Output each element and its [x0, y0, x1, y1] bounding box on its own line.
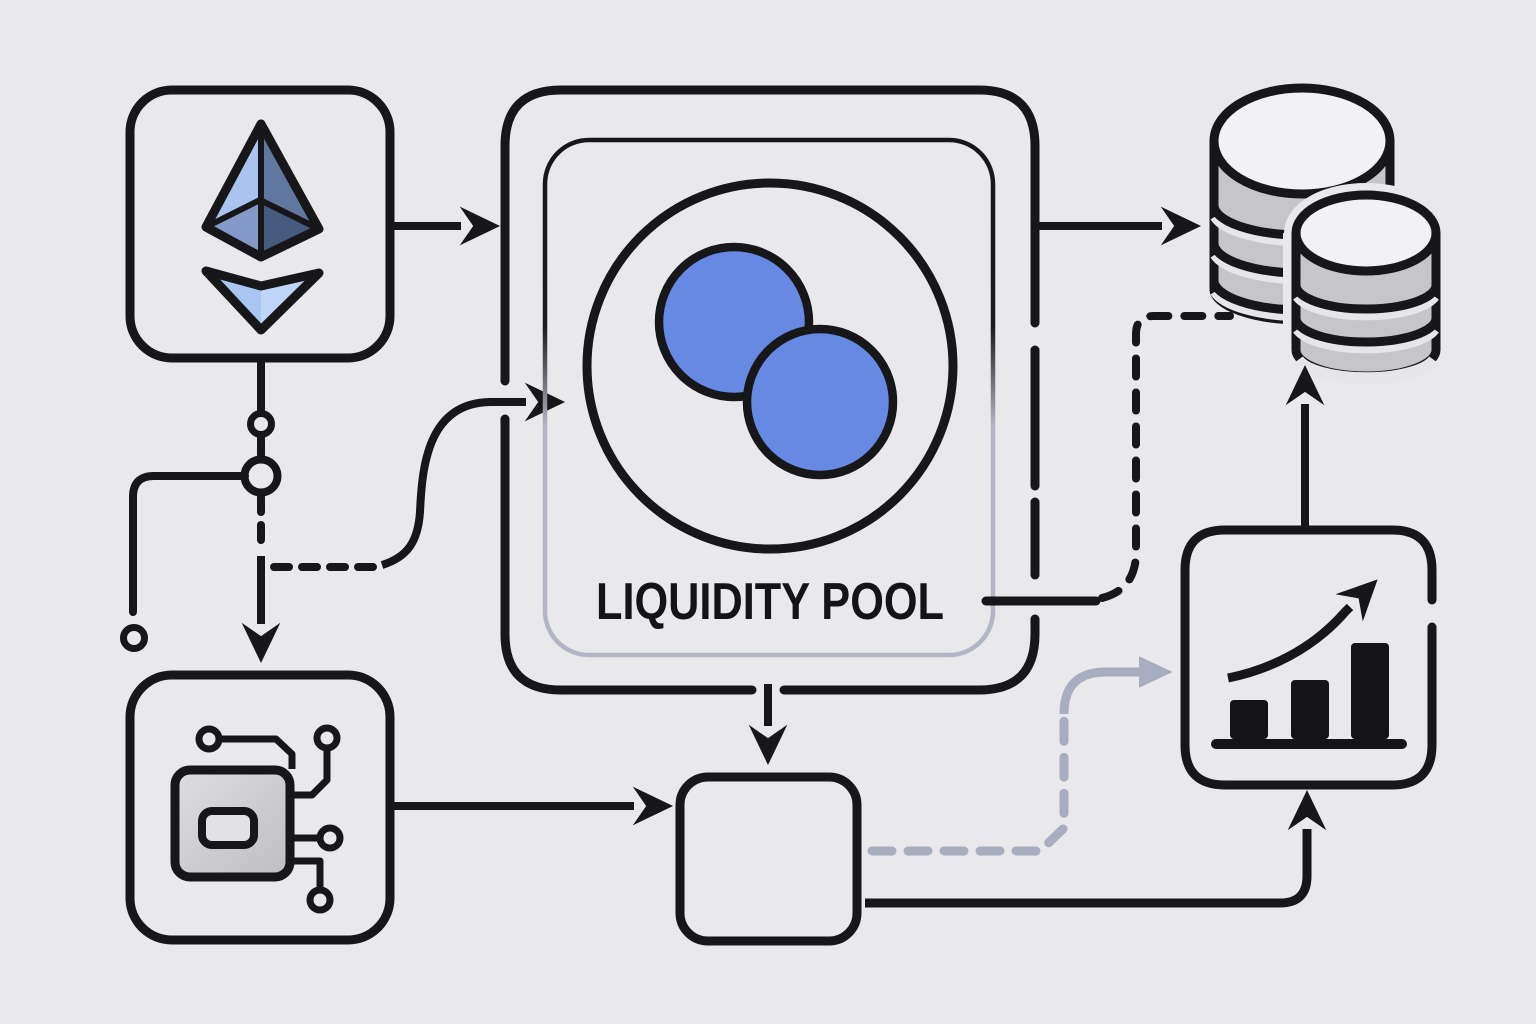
branch-left-hook-line: [129, 472, 249, 616]
smart-contract-box: [125, 670, 395, 945]
pool-label: LIQUIDITY POOL: [596, 573, 944, 631]
branch-end-node-icon: [120, 624, 148, 652]
swap-box: [675, 772, 862, 946]
connector-ethereum-branch: [120, 354, 566, 664]
arrow-branch-to-pool: [380, 382, 566, 569]
branch-node-large-icon: [240, 455, 282, 497]
dashed-pool-to-coins-path: [1098, 312, 1234, 602]
token-pair-icon: [582, 178, 958, 554]
dashed-swap-to-chart-path: [867, 656, 1173, 856]
ethereum-box: [125, 85, 395, 363]
chart-box-border: [1180, 525, 1437, 790]
arrow-swap-to-chart: [865, 789, 1327, 908]
pool-inner-border: [542, 137, 996, 658]
coin-stack-icon: [1209, 83, 1449, 389]
growth-chart-icon: [1211, 579, 1407, 749]
pool-outer-border: [500, 85, 1040, 695]
liquidity-pool-box: LIQUIDITY POOL: [500, 85, 1040, 695]
growth-curve-arrow: [1227, 579, 1378, 683]
ethereum-icon: [201, 119, 324, 335]
growth-chart-box: [1180, 525, 1437, 790]
branch-node-small-icon: [247, 410, 275, 438]
smart-contract-chip-icon: [170, 724, 344, 914]
